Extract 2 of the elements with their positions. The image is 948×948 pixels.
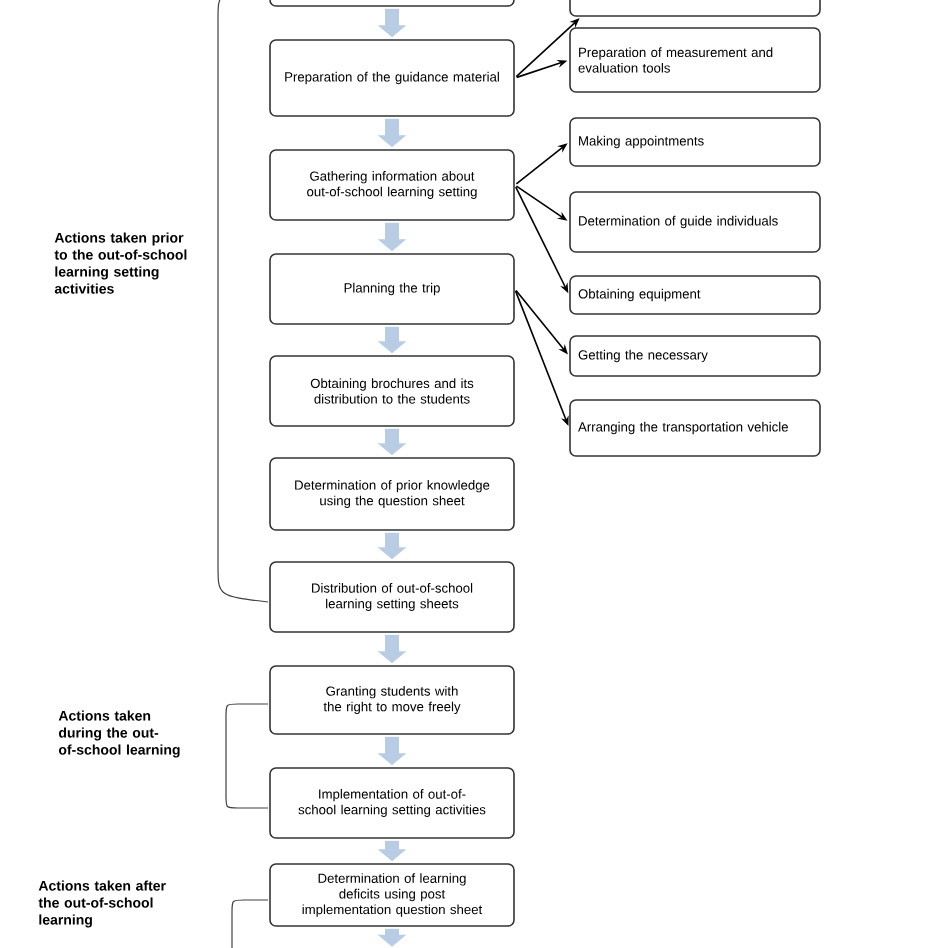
task-box — [569, 0, 821, 17]
process-box — [269, 0, 515, 7]
